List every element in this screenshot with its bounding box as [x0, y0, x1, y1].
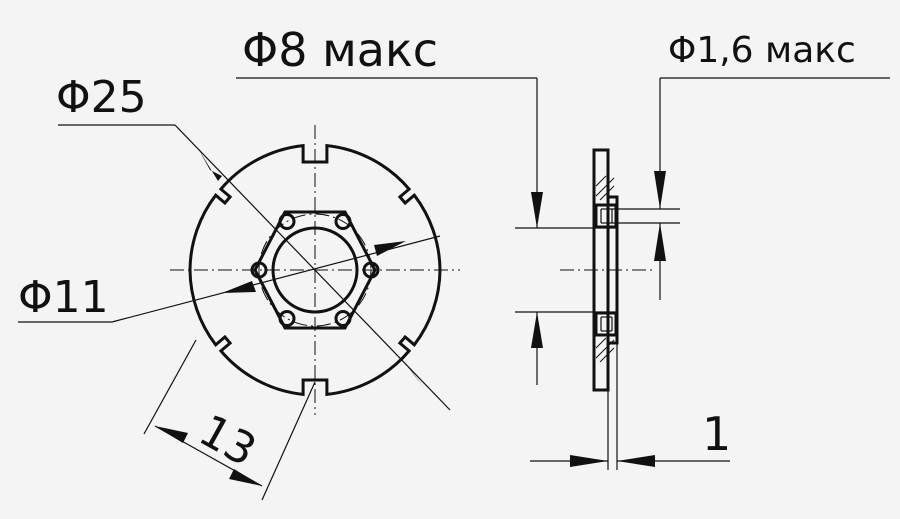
small-hole	[250, 261, 268, 279]
dim-1-label: 1	[702, 407, 731, 461]
dim-13-label: 13	[191, 405, 265, 477]
small-hole	[334, 310, 352, 327]
pitch-circle	[258, 213, 372, 327]
dim-d1-6-label: Φ1,6 макс	[668, 30, 856, 71]
dim-1: 1	[530, 343, 731, 470]
outer-disc-outline	[188, 143, 442, 397]
hole-boss-bottom	[594, 311, 618, 337]
dim-d25: Φ25	[56, 72, 451, 411]
front-view	[170, 125, 460, 415]
dim-d25-label: Φ25	[56, 72, 147, 123]
dim-13: 13	[143, 339, 316, 501]
hole-boss-top	[594, 203, 618, 229]
hex-step-section	[606, 195, 619, 345]
dim-d11: Φ11	[18, 235, 441, 323]
dim-d11-label: Φ11	[18, 272, 109, 323]
small-hole	[278, 310, 296, 327]
small-hole	[334, 213, 352, 230]
dim-d8: Φ8 макс	[236, 23, 594, 385]
small-hole	[278, 213, 296, 230]
small-holes	[250, 213, 380, 327]
hexagon-outline	[253, 210, 377, 330]
dim-d8-label: Φ8 макс	[242, 23, 438, 77]
side-view	[560, 148, 655, 392]
hatch-lines	[595, 175, 615, 363]
small-hole	[362, 261, 380, 279]
dim-d1-6: Φ1,6 макс	[612, 30, 890, 300]
center-hole	[271, 226, 359, 314]
